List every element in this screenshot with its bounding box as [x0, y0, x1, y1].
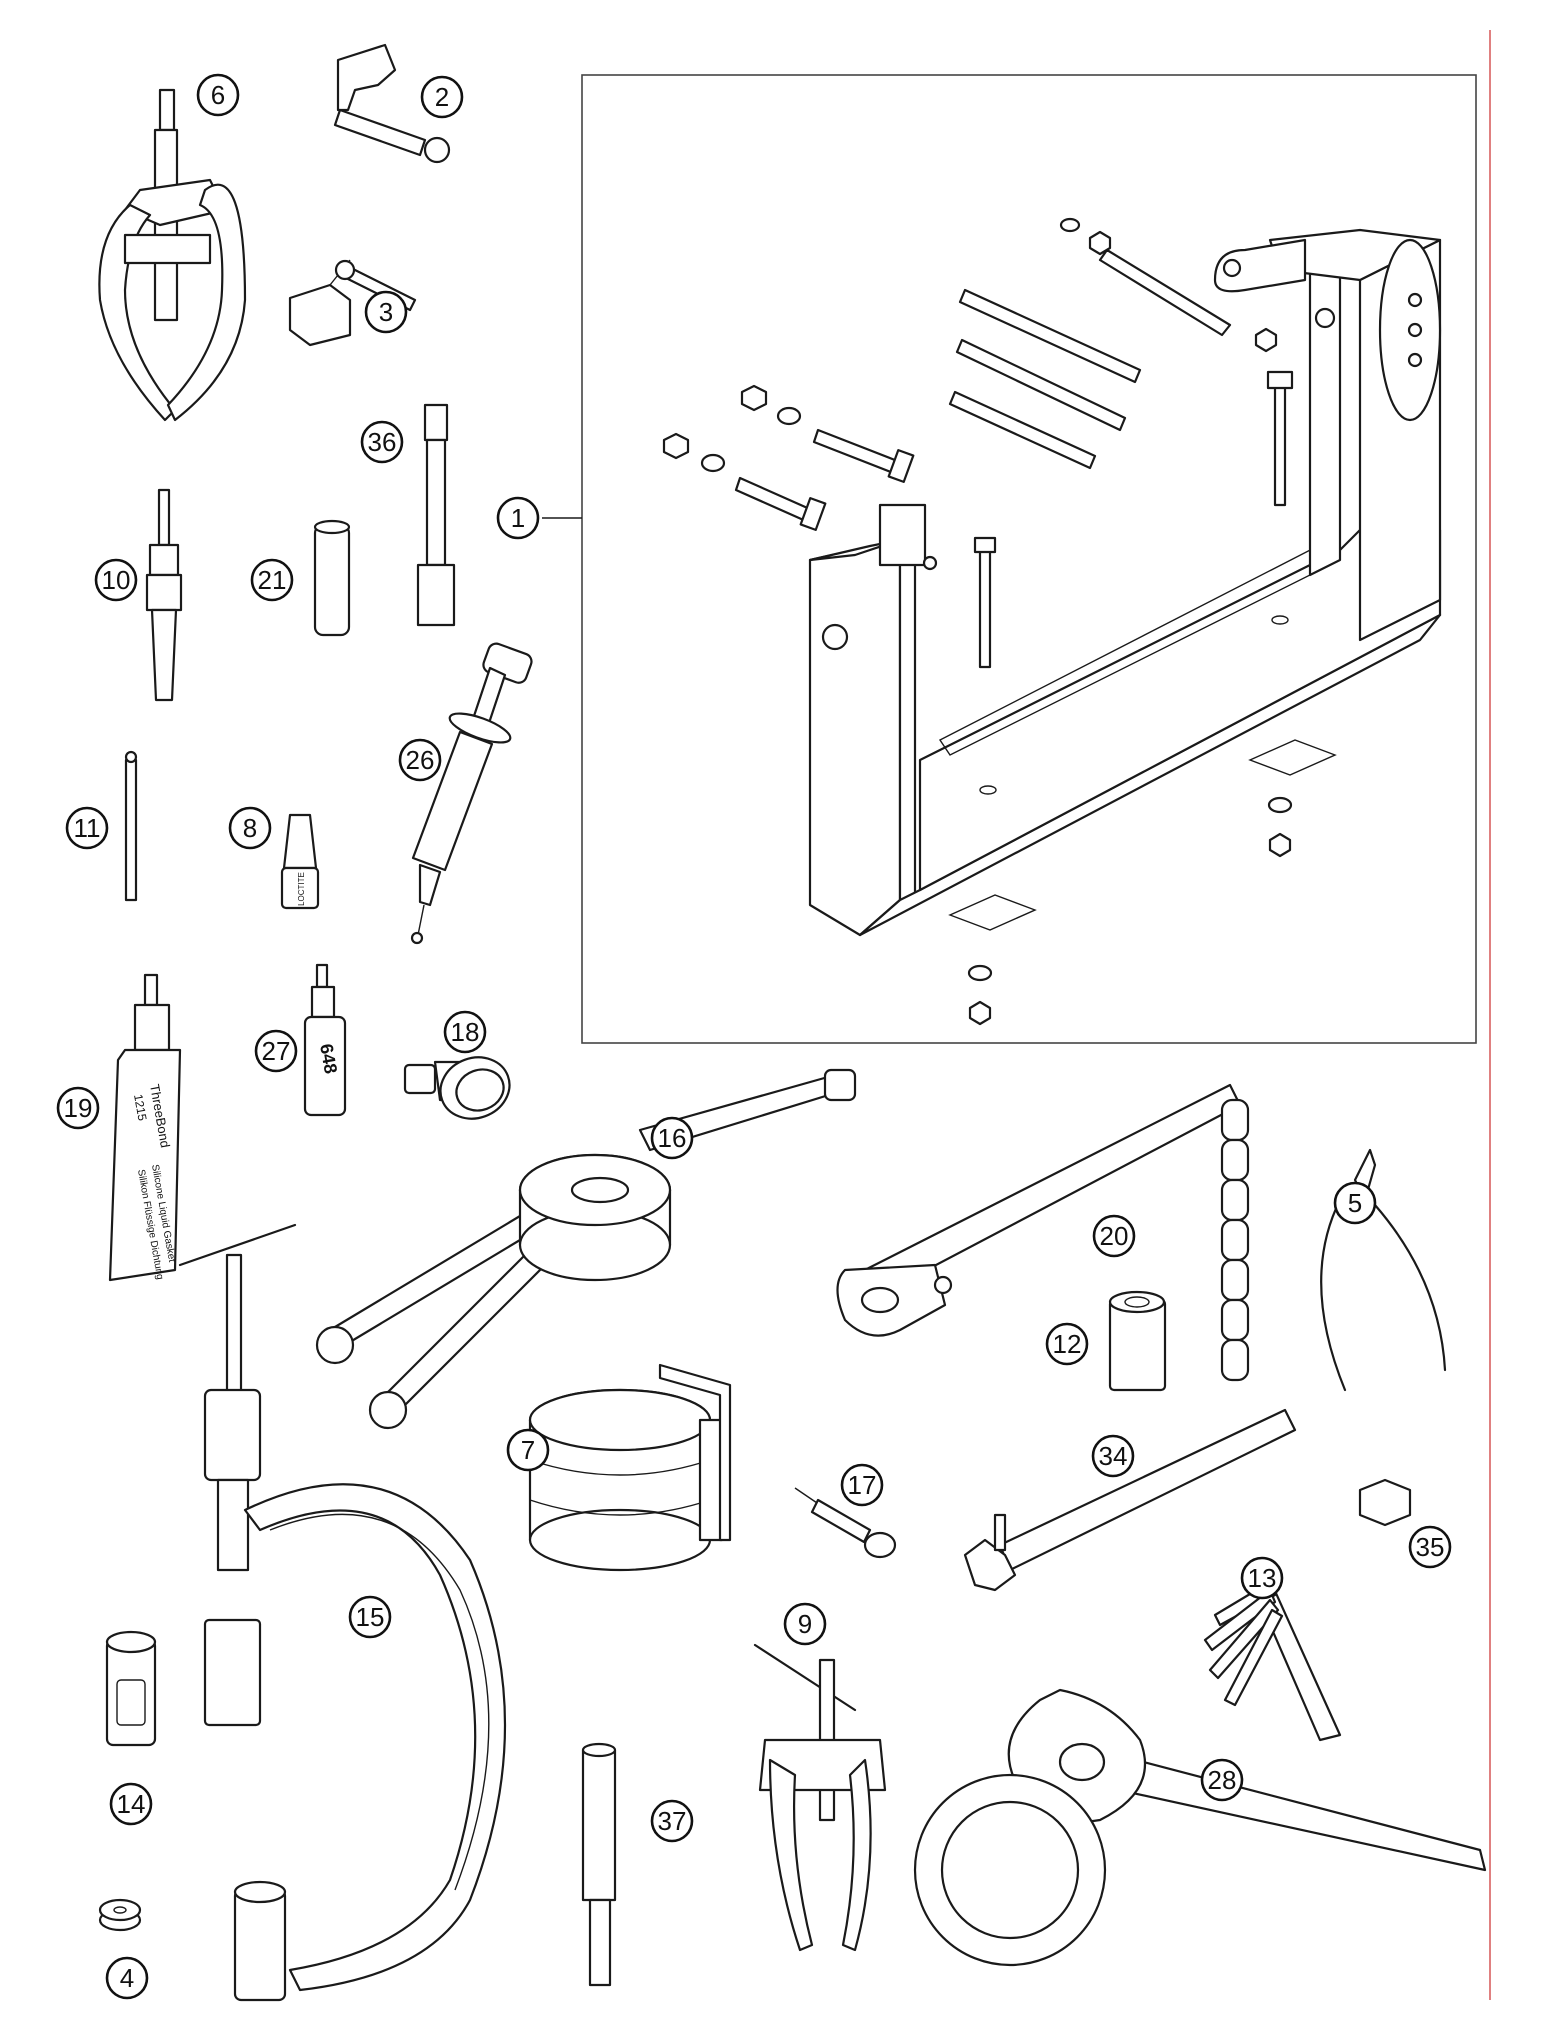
svg-text:1: 1	[511, 503, 525, 533]
insert-14	[105, 1630, 157, 1747]
svg-text:35: 35	[1416, 1532, 1445, 1562]
callout-badge-14: 14	[109, 1782, 153, 1826]
svg-text:8: 8	[243, 813, 257, 843]
adapter-18	[403, 1056, 511, 1120]
svg-text:3: 3	[379, 297, 393, 327]
chain-wrench-20	[836, 1083, 1250, 1382]
callout-badge-2: 2	[420, 75, 464, 119]
callout-badge-16: 16	[650, 1116, 694, 1160]
callout-badge-8: 8	[228, 806, 272, 850]
callout-badge-12: 12	[1045, 1322, 1089, 1366]
kit-box-frame	[581, 74, 1477, 1044]
tool-36	[416, 403, 456, 627]
callout-badge-4: 4	[105, 1956, 149, 2000]
engine-stand-frame	[808, 228, 1442, 937]
syringe-26	[410, 642, 533, 945]
svg-text:36: 36	[368, 427, 397, 457]
svg-text:15: 15	[356, 1602, 385, 1632]
svg-text:2: 2	[435, 82, 449, 112]
tool-17	[794, 1487, 897, 1559]
svg-text:5: 5	[1348, 1188, 1362, 1218]
callout-badge-21: 21	[250, 558, 294, 602]
svg-text:27: 27	[262, 1036, 291, 1066]
circlip-pliers-5	[1320, 1148, 1447, 1392]
svg-text:34: 34	[1099, 1441, 1128, 1471]
svg-text:14: 14	[117, 1789, 146, 1819]
stand-bolts	[662, 217, 1337, 1026]
callout-badge-28: 28	[1200, 1758, 1244, 1802]
svg-text:37: 37	[658, 1806, 687, 1836]
tool-16	[315, 1068, 857, 1430]
svg-text:10: 10	[102, 565, 131, 595]
loctite-bottle-27: 648	[303, 963, 347, 1117]
callout-badge-1: 1	[496, 496, 540, 540]
sleeve-12	[1108, 1290, 1167, 1392]
svg-text:17: 17	[848, 1470, 877, 1500]
ring-compressor-7	[528, 1363, 732, 1572]
engine-stand-kit-group	[542, 74, 1477, 1044]
threebond-number-text: 1215	[131, 1093, 149, 1122]
drift-37	[581, 1742, 617, 1987]
chain-links	[1220, 1098, 1250, 1382]
callout-badge-17: 17	[840, 1463, 884, 1507]
callout-badge-27: 27	[254, 1029, 298, 1073]
svg-text:9: 9	[798, 1609, 812, 1639]
svg-text:4: 4	[120, 1963, 134, 1993]
svg-text:21: 21	[258, 565, 287, 595]
callout-badge-13: 13	[1240, 1556, 1284, 1600]
callout-badge-11: 11	[65, 806, 109, 850]
svg-text:16: 16	[658, 1123, 687, 1153]
callout-badge-37: 37	[650, 1799, 694, 1843]
callout-badge-15: 15	[348, 1595, 392, 1639]
svg-text:18: 18	[451, 1017, 480, 1047]
callout-badge-35: 35	[1408, 1525, 1452, 1569]
valve-spring-compressor-15	[178, 1223, 507, 2002]
loctite-small-text: LOCTITE	[297, 872, 306, 906]
callout-badge-18: 18	[443, 1010, 487, 1054]
threebond-tube-19: ThreeBond 1215 Silicone Liquid Gasket Si…	[108, 973, 182, 1282]
clutch-holder-28	[913, 1688, 1487, 1967]
callout-badge-26: 26	[398, 738, 442, 782]
svg-text:11: 11	[74, 813, 101, 843]
svg-text:20: 20	[1100, 1221, 1129, 1251]
washer-4	[98, 1898, 142, 1932]
callout-badge-5: 5	[1333, 1181, 1377, 1225]
callout-badge-10: 10	[94, 558, 138, 602]
feeler-gauge-13	[1203, 1578, 1342, 1742]
svg-text:6: 6	[211, 80, 225, 110]
bearing-puller-9	[753, 1643, 887, 1952]
callout-badge-34: 34	[1091, 1434, 1135, 1478]
callout-badge-7: 7	[506, 1428, 550, 1472]
svg-text:12: 12	[1053, 1329, 1082, 1359]
callout-badge-9: 9	[783, 1602, 827, 1646]
loctite-small-8: LOCTITE	[280, 813, 320, 910]
callout-badge-36: 36	[360, 420, 404, 464]
tool-10	[145, 488, 183, 702]
svg-text:13: 13	[1248, 1563, 1277, 1593]
svg-text:7: 7	[521, 1435, 535, 1465]
nut-socket-35	[1358, 1478, 1412, 1527]
tool-21	[313, 519, 351, 637]
holding-tool-2	[333, 43, 451, 164]
holding-wrench-34	[963, 1408, 1297, 1592]
callout-badge-20: 20	[1092, 1214, 1136, 1258]
svg-text:26: 26	[406, 745, 435, 775]
callout-badge-6: 6	[196, 73, 240, 117]
puller-tool-6	[98, 88, 247, 422]
svg-text:19: 19	[64, 1093, 93, 1123]
callout-badge-3: 3	[364, 290, 408, 334]
pin-tool-11	[124, 750, 138, 902]
callout-badge-19: 19	[56, 1086, 100, 1130]
svg-text:28: 28	[1208, 1765, 1237, 1795]
